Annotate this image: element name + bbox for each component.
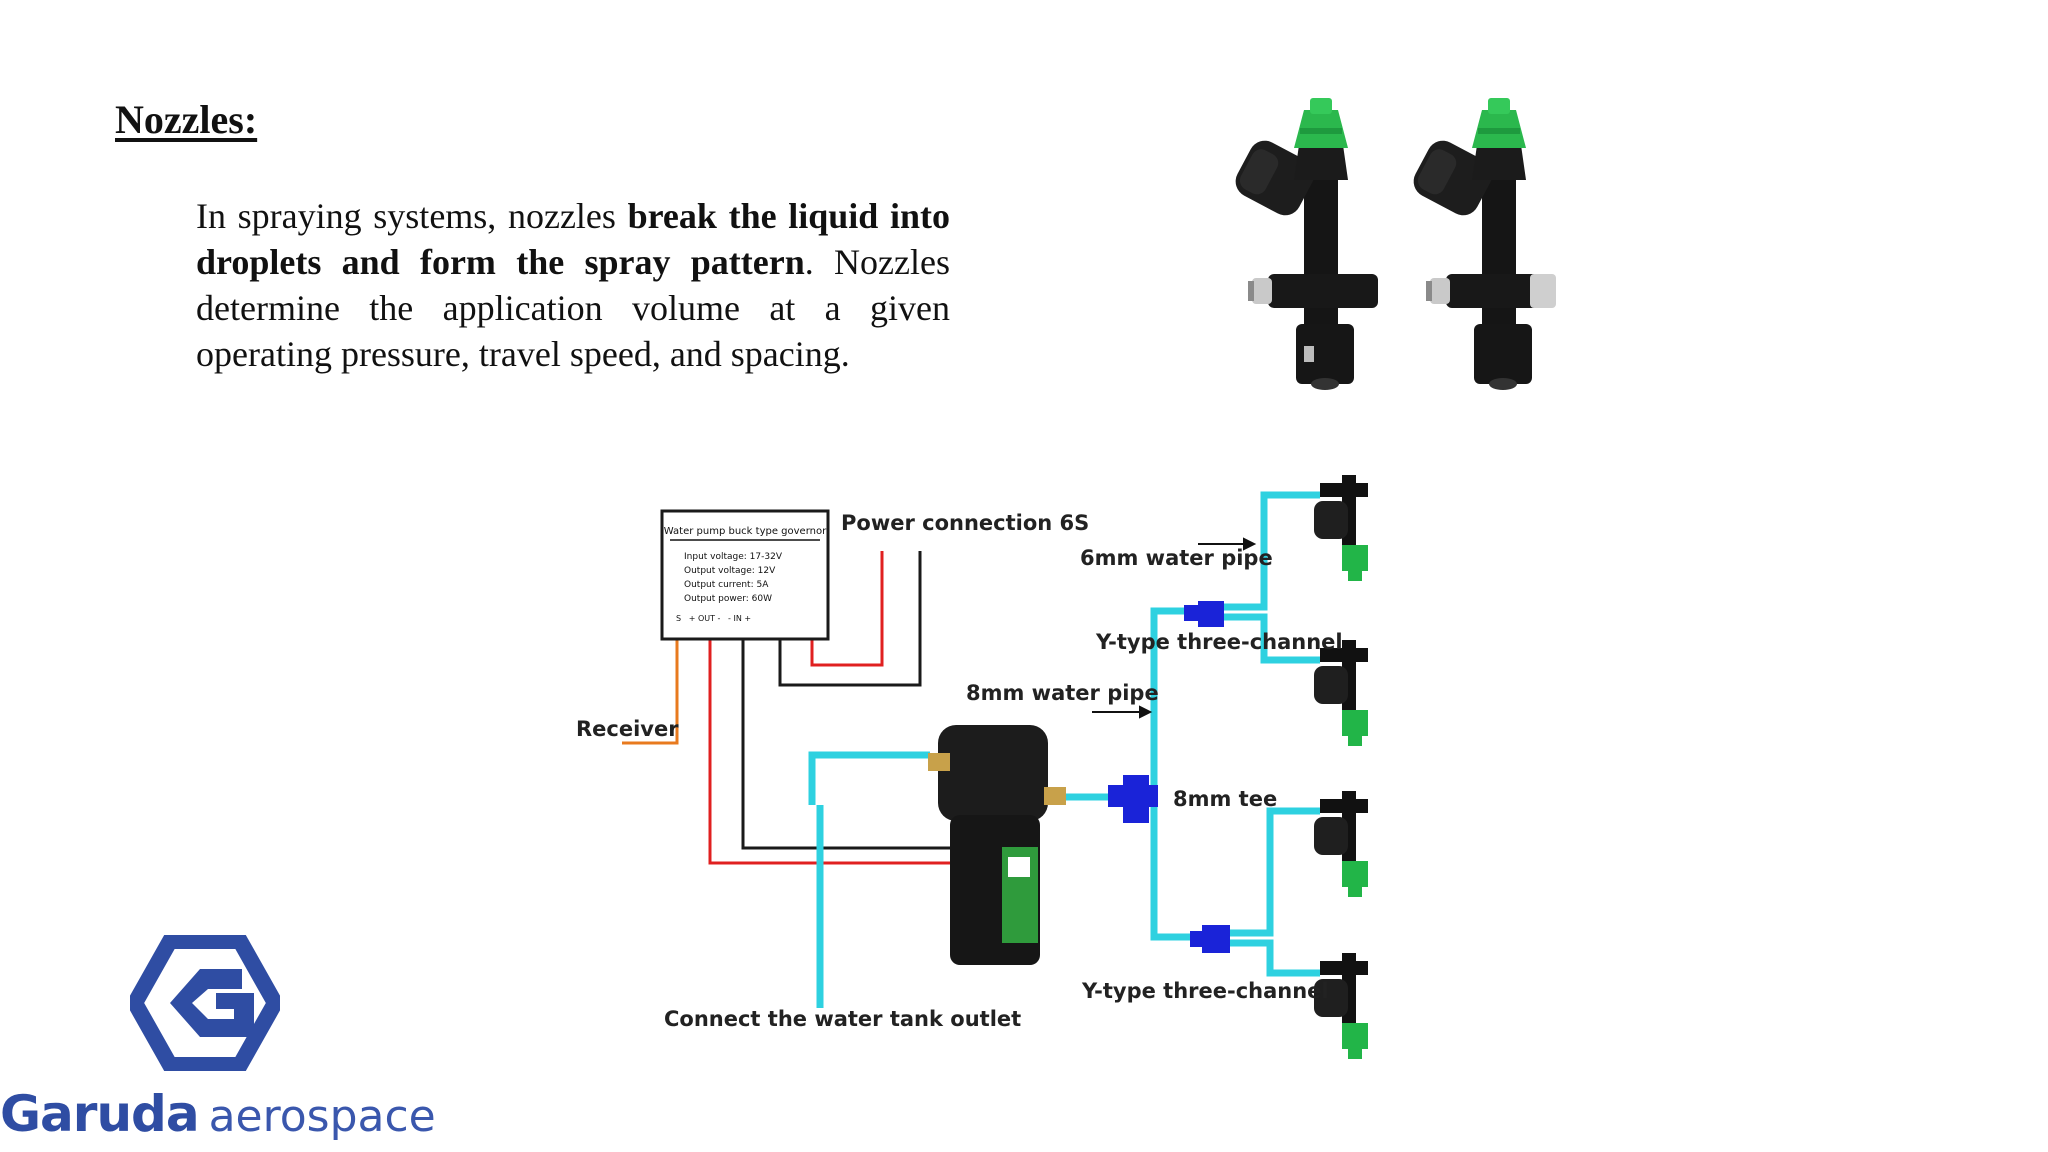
receiver-wire [622, 640, 679, 745]
water-pipes [808, 491, 1320, 1008]
y-type-bottom-label: Y-type three-channel [1081, 979, 1329, 1003]
red-wires [708, 551, 970, 865]
water-pump [928, 725, 1066, 965]
power-connection-label: Power connection 6S [841, 511, 1089, 535]
pipe-fittings [1108, 601, 1230, 953]
brand-sub: aerospace [208, 1091, 436, 1142]
black-wires [741, 551, 980, 850]
tee-8mm-label: 8mm tee [1173, 787, 1277, 811]
governor-terminals: S + OUT - - IN + [676, 614, 751, 623]
governor-spec: Input voltage: 17-32V [684, 552, 783, 562]
label-arrows [1092, 537, 1257, 719]
governor-spec: Output power: 60W [684, 594, 772, 604]
water-pipe-8mm-label: 8mm water pipe [966, 681, 1159, 705]
paragraph-text-1: In spraying systems, nozzles [196, 196, 628, 236]
paragraph-text-2: . Nozzles determine the application volu… [196, 242, 950, 374]
governor-spec: Output current: 5A [684, 580, 769, 590]
paragraph-bold-text: break the liquid into droplets and form … [196, 196, 950, 282]
spray-system-diagram: Water pump buck type governor Input volt… [576, 475, 1368, 1059]
governor-title: Water pump buck type governor [664, 526, 827, 537]
brand-name: Garuda [0, 1085, 200, 1143]
y-type-top-label: Y-type three-channel [1095, 630, 1343, 654]
nozzles [1314, 475, 1368, 1059]
receiver-label: Receiver [576, 717, 679, 741]
tank-outlet-label: Connect the water tank outlet [664, 1007, 1021, 1031]
water-pipe-6mm-label: 6mm water pipe [1080, 546, 1273, 570]
nozzles-photo [1230, 98, 1556, 390]
governor-box: Water pump buck type governor Input volt… [660, 509, 830, 641]
governor-spec: Output voltage: 12V [684, 566, 776, 576]
body-paragraph: In spraying systems, nozzles break the l… [196, 193, 950, 377]
slide-title: Nozzles: [115, 97, 258, 142]
garuda-hexagon-icon [130, 935, 280, 1071]
